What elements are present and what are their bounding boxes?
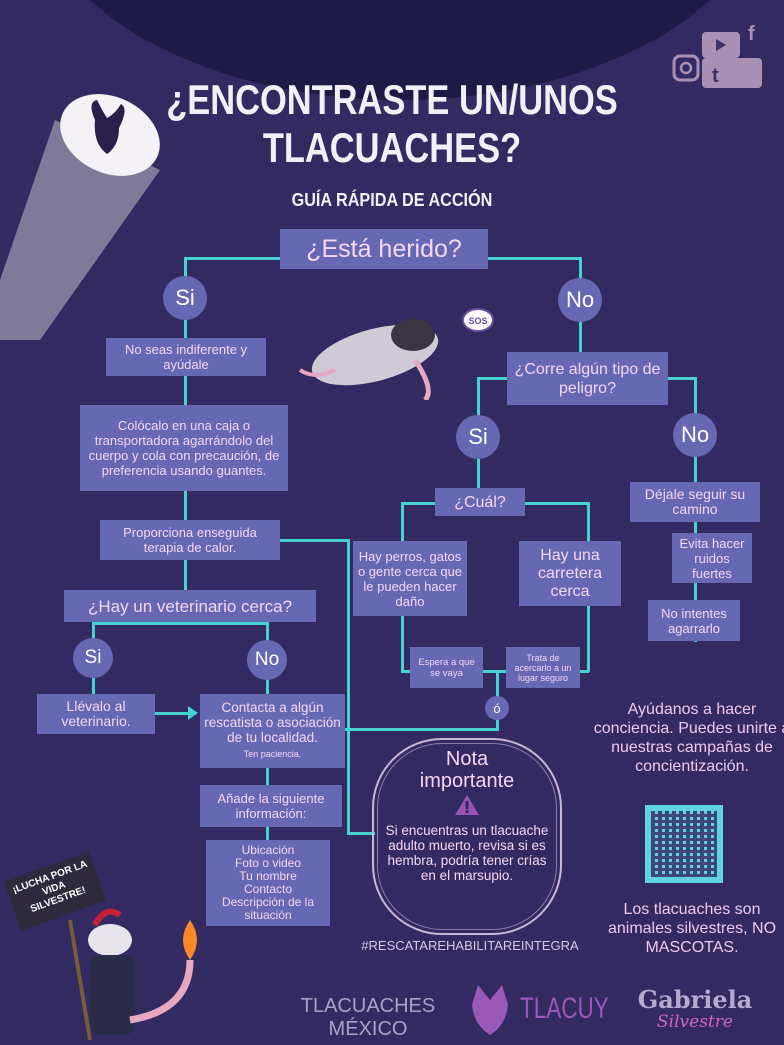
connector-line (184, 560, 187, 594)
hashtag: #RESCATAREHABILITAREINTEGRA (361, 938, 579, 953)
gabriela-text: Gabriela (637, 985, 753, 1014)
note-title: Nota importante (419, 748, 515, 792)
connector-line (347, 832, 375, 835)
step-go-vet: Llévalo al veterinario. (37, 694, 155, 734)
arrow-icon (188, 706, 198, 720)
step-help: No seas indiferente y ayúdale (106, 338, 266, 376)
important-note: Nota importante Si encuentras un tlacuac… (372, 738, 562, 935)
info-item: Foto o video (234, 856, 302, 870)
instagram-icon (672, 54, 700, 82)
step-box-carry: Colócalo en una caja o transportadora ag… (80, 405, 288, 491)
no-injured-circle: No (558, 278, 602, 322)
connector-line (280, 539, 350, 542)
connector-line (579, 318, 582, 354)
tlacuy-face-icon (472, 985, 508, 1035)
subtitle: GUÍA RÁPIDA DE ACCIÓN (291, 190, 493, 210)
yes-injured-circle: Si (163, 276, 207, 320)
opossum-illustration: SOS (298, 308, 494, 400)
danger-road: Hay una carretera cerca (519, 541, 621, 606)
info-item: Tu nombre (239, 869, 297, 883)
dont-grab: No intentes agarrarlo (648, 600, 740, 641)
which-question: ¿Cuál? (435, 488, 525, 516)
info-item: Descripción de la situación (221, 895, 315, 922)
tlacuy-logo: TLACUY (470, 980, 610, 1040)
connector-line (401, 670, 589, 673)
spotlight-icon (0, 94, 160, 340)
connector-line (266, 766, 269, 786)
warning-icon (455, 795, 479, 815)
connector-line (266, 826, 269, 842)
connector-line (92, 676, 95, 696)
svg-text:t: t (712, 65, 719, 87)
title-line-2: TLACUACHES? (262, 124, 522, 171)
action-move-safe: Trata de acercarlo a un lugar seguro (506, 647, 580, 688)
info-list: Ubicación Foto o video Tu nombre Contact… (206, 840, 330, 926)
connector-line (92, 622, 95, 642)
wild-animals-text: Los tlacuaches son animales silvestres, … (607, 901, 777, 956)
contact-note: Ten paciencia. (243, 749, 302, 759)
connector-line (477, 458, 480, 490)
connector-line (184, 257, 187, 281)
vet-question: ¿Hay un veterinario cerca? (64, 590, 316, 622)
connector-line (155, 712, 193, 715)
campaign-text: Ayúdanos a hacer conciencia. Puedes unir… (593, 701, 784, 775)
sos-bubble: SOS (468, 316, 487, 326)
danger-yes-circle: Si (456, 415, 500, 459)
silvestre-text: Silvestre (657, 1012, 733, 1032)
step-add-info: Añade la siguiente información: (200, 785, 342, 827)
danger-question: ¿Corre algún tipo de peligro? (507, 352, 668, 405)
tlacuaches-mexico-logo: TLACUACHES MÉXICO (300, 995, 436, 1040)
tumblr-icon (702, 58, 762, 88)
danger-no-circle: No (673, 413, 717, 457)
info-item: Ubicación (241, 843, 295, 857)
connector-line (347, 539, 350, 834)
vet-yes-circle: Si (73, 638, 113, 678)
connector-line (266, 622, 269, 644)
connector-line (579, 257, 582, 281)
qr-code[interactable] (645, 805, 723, 883)
punk-opossum-illustration (68, 908, 197, 1041)
let-it-go: Déjale seguir su camino (630, 482, 760, 522)
info-item: Contacto (243, 882, 293, 896)
contact-text: Contacta a algún rescatista o asociación… (204, 700, 341, 745)
vet-no-circle: No (247, 640, 287, 680)
note-body: Si encuentras un tlacuache adulto muerto… (385, 823, 549, 883)
gabriela-silvestre-logo: Gabriela Silvestre (630, 985, 760, 1032)
title-line-1: ¿ENCONTRASTE UN/UNOS (166, 76, 618, 123)
connector-line (694, 377, 697, 417)
connector-line (345, 728, 499, 731)
danger-animals: Hay perros, gatos o gente cerca que le p… (353, 541, 467, 616)
connector-line (92, 622, 268, 625)
connector-line (266, 678, 269, 696)
action-wait: Espera a que se vaya (410, 647, 483, 688)
step-heat: Proporciona enseguida terapia de calor. (100, 520, 280, 560)
tlacuy-text: TLACUY (520, 992, 609, 1025)
social-icons: f t (672, 23, 762, 88)
avoid-noise: Evita hacer ruidos fuertes (672, 533, 752, 583)
connector-line (477, 377, 480, 417)
step-contact: Contacta a algún rescatista o asociación… (200, 694, 345, 768)
or-circle: ó (485, 696, 509, 720)
facebook-icon: f (748, 23, 755, 45)
injured-question: ¿Está herido? (280, 229, 488, 269)
